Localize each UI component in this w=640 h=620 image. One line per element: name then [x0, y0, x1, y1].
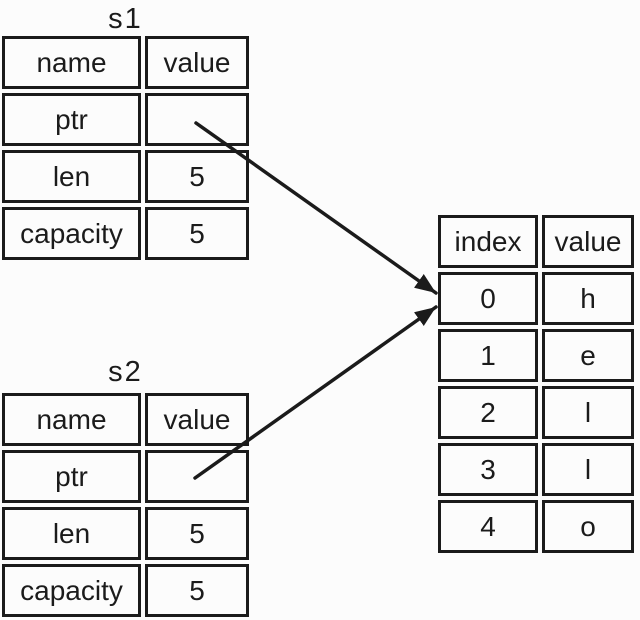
- s1-ptr-value-cell: [145, 93, 249, 146]
- heap-index-4-cell: 4: [438, 500, 538, 553]
- heap-value-1-cell: e: [542, 329, 634, 382]
- s2-capacity-name-cell: capacity: [2, 564, 141, 617]
- heap-table: index value 0 h 1 e 2 l 3 l 4 o: [438, 215, 634, 553]
- s1-capacity-name-cell: capacity: [2, 207, 141, 260]
- heap-index-1-cell: 1: [438, 329, 538, 382]
- s2-table: name value ptr len 5 capacity 5: [2, 393, 249, 617]
- s2-ptr-value-cell: [145, 450, 249, 503]
- heap-header-index: index: [438, 215, 538, 268]
- s1-header-name: name: [2, 36, 141, 89]
- s2-header-value: value: [145, 393, 249, 446]
- s1-capacity-value-cell: 5: [145, 207, 249, 260]
- s1-header-value: value: [145, 36, 249, 89]
- heap-index-0-cell: 0: [438, 272, 538, 325]
- heap-value-2-cell: l: [542, 386, 634, 439]
- heap-index-3-cell: 3: [438, 443, 538, 496]
- heap-header-value: value: [542, 215, 634, 268]
- s1-ptr-name-cell: ptr: [2, 93, 141, 146]
- s2-header-name: name: [2, 393, 141, 446]
- s1-len-value-cell: 5: [145, 150, 249, 203]
- heap-index-2-cell: 2: [438, 386, 538, 439]
- s2-title: s2: [108, 356, 143, 388]
- s2-ptr-name-cell: ptr: [2, 450, 141, 503]
- s1-title: s1: [108, 3, 143, 35]
- s2-capacity-value-cell: 5: [145, 564, 249, 617]
- heap-value-4-cell: o: [542, 500, 634, 553]
- s1-len-name-cell: len: [2, 150, 141, 203]
- heap-value-0-cell: h: [542, 272, 634, 325]
- s2-len-name-cell: len: [2, 507, 141, 560]
- heap-value-3-cell: l: [542, 443, 634, 496]
- s2-len-value-cell: 5: [145, 507, 249, 560]
- s1-table: name value ptr len 5 capacity 5: [2, 36, 249, 260]
